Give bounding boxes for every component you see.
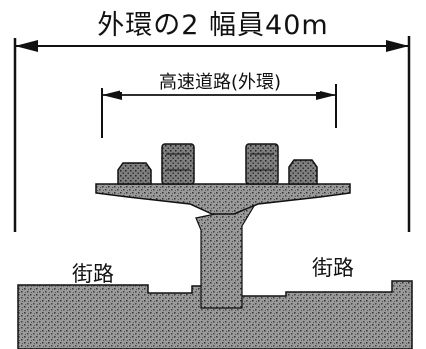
overall-right-arrowhead bbox=[386, 40, 409, 52]
expressway-left-arrowhead bbox=[102, 90, 122, 100]
viaduct-deck bbox=[95, 183, 351, 215]
street-label-right: 街路 bbox=[312, 256, 354, 280]
vehicle-body bbox=[288, 159, 318, 185]
ground-section bbox=[17, 280, 413, 349]
vehicle-body bbox=[245, 143, 279, 185]
overall-left-arrowhead bbox=[15, 40, 38, 52]
vehicle-icon bbox=[161, 143, 195, 185]
overall-width-dimension bbox=[13, 36, 411, 232]
vehicle-body bbox=[161, 143, 195, 185]
street-label-left: 街路 bbox=[72, 262, 114, 286]
expressway-width-dimension bbox=[101, 84, 337, 138]
vehicle-icon bbox=[117, 162, 152, 185]
expressway-label: 高速道路(外環) bbox=[120, 74, 320, 92]
vehicle-body bbox=[117, 162, 152, 185]
expressway-right-arrowhead bbox=[316, 90, 336, 100]
viaduct-pier bbox=[195, 205, 256, 309]
vehicle-icon bbox=[245, 143, 279, 185]
diagram-title: 外環の2 幅員40m bbox=[97, 10, 329, 41]
vehicle-icon bbox=[288, 159, 318, 185]
